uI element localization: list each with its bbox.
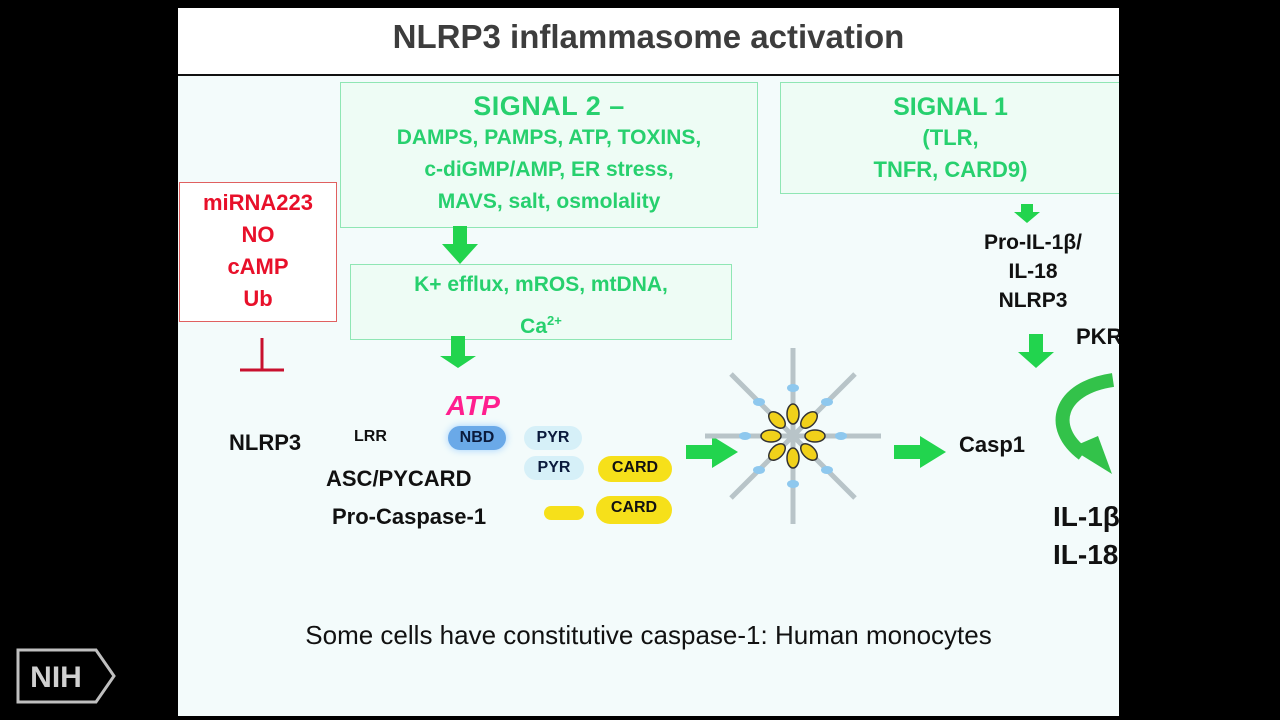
signal1-heading: SIGNAL 1 [893,93,1008,121]
right-arrow-icon [894,436,946,468]
atp-label: ATP [446,390,500,421]
inflammasome-icon [705,348,881,524]
output-item: IL-18 [1053,539,1119,570]
casp1-label: Casp1 [959,432,1026,457]
efflux-box: K+ efflux, mROS, mtDNA, Ca2+ [350,264,732,340]
pyr-domain: PYR [524,426,582,450]
signal2-heading: SIGNAL 2 – [473,91,625,121]
pyr-domain: PYR [524,456,584,480]
lrr-label: LRR [354,428,387,445]
slide: NLRP3 inflammasome activation SIGNAL 2 –… [178,8,1119,716]
pro-il-item: Pro-IL-1β/ [984,231,1082,254]
signal1-line: (TLR, [922,125,979,150]
asc-label: ASC/PYCARD [326,466,472,491]
pro-il-item: NLRP3 [998,289,1068,312]
signal2-box: SIGNAL 2 – DAMPS, PAMPS, ATP, TOXINS, c-… [340,82,758,228]
pro-il-list: Pro-IL-1β/ IL-18 NLRP3 [968,228,1098,315]
signal1-line: TNFR, CARD9) [873,157,1028,182]
down-arrow-icon [442,226,478,264]
down-arrow-icon [1018,334,1054,368]
inhibition-icon [240,338,284,372]
diagram-graphics [240,204,1115,524]
efflux-line: K+ efflux, mROS, mtDNA, [414,273,668,296]
right-arrow-icon [686,436,738,468]
nih-logo: NIH [16,648,116,704]
caption: Some cells have constitutive caspase-1: … [305,620,992,650]
nih-logo-text: NIH [30,661,82,694]
card-domain: CARD [598,456,672,482]
signal2-line: MAVS, salt, osmolality [437,190,661,213]
signal2-line: DAMPS, PAMPS, ATP, TOXINS, [396,126,702,149]
procaspase-label: Pro-Caspase-1 [332,504,487,529]
inhibitor-item: cAMP [227,254,289,279]
inhibitor-item: NO [241,222,275,247]
ca-superscript: 2+ [547,313,562,328]
down-arrow-icon [1014,204,1040,223]
inhibitor-item: miRNA223 [202,190,314,215]
down-arrow-icon [440,336,476,368]
procaspase-body [544,506,584,520]
nbd-domain: NBD [448,426,506,450]
card-domain: CARD [596,496,672,524]
signal2-line: c-diGMP/AMP, ER stress, [424,158,674,181]
inhibitor-box: miRNA223 NO cAMP Ub [179,182,337,322]
inhibitor-item: Ub [243,286,273,311]
output-item: IL-1β [1053,501,1119,532]
pro-il-item: IL-18 [1008,260,1058,283]
curved-arrow-icon [1055,373,1115,474]
page-title: NLRP3 inflammasome activation [178,8,1119,76]
efflux-ca-line: Ca2+ [351,305,731,343]
output-list: IL-1β IL-18 [1053,498,1119,574]
signal1-box: SIGNAL 1 (TLR, TNFR, CARD9) [780,82,1119,194]
pkr-label: PKR [1076,324,1119,349]
nlrp3-label: NLRP3 [229,430,302,455]
ca-label: Ca [520,315,548,338]
